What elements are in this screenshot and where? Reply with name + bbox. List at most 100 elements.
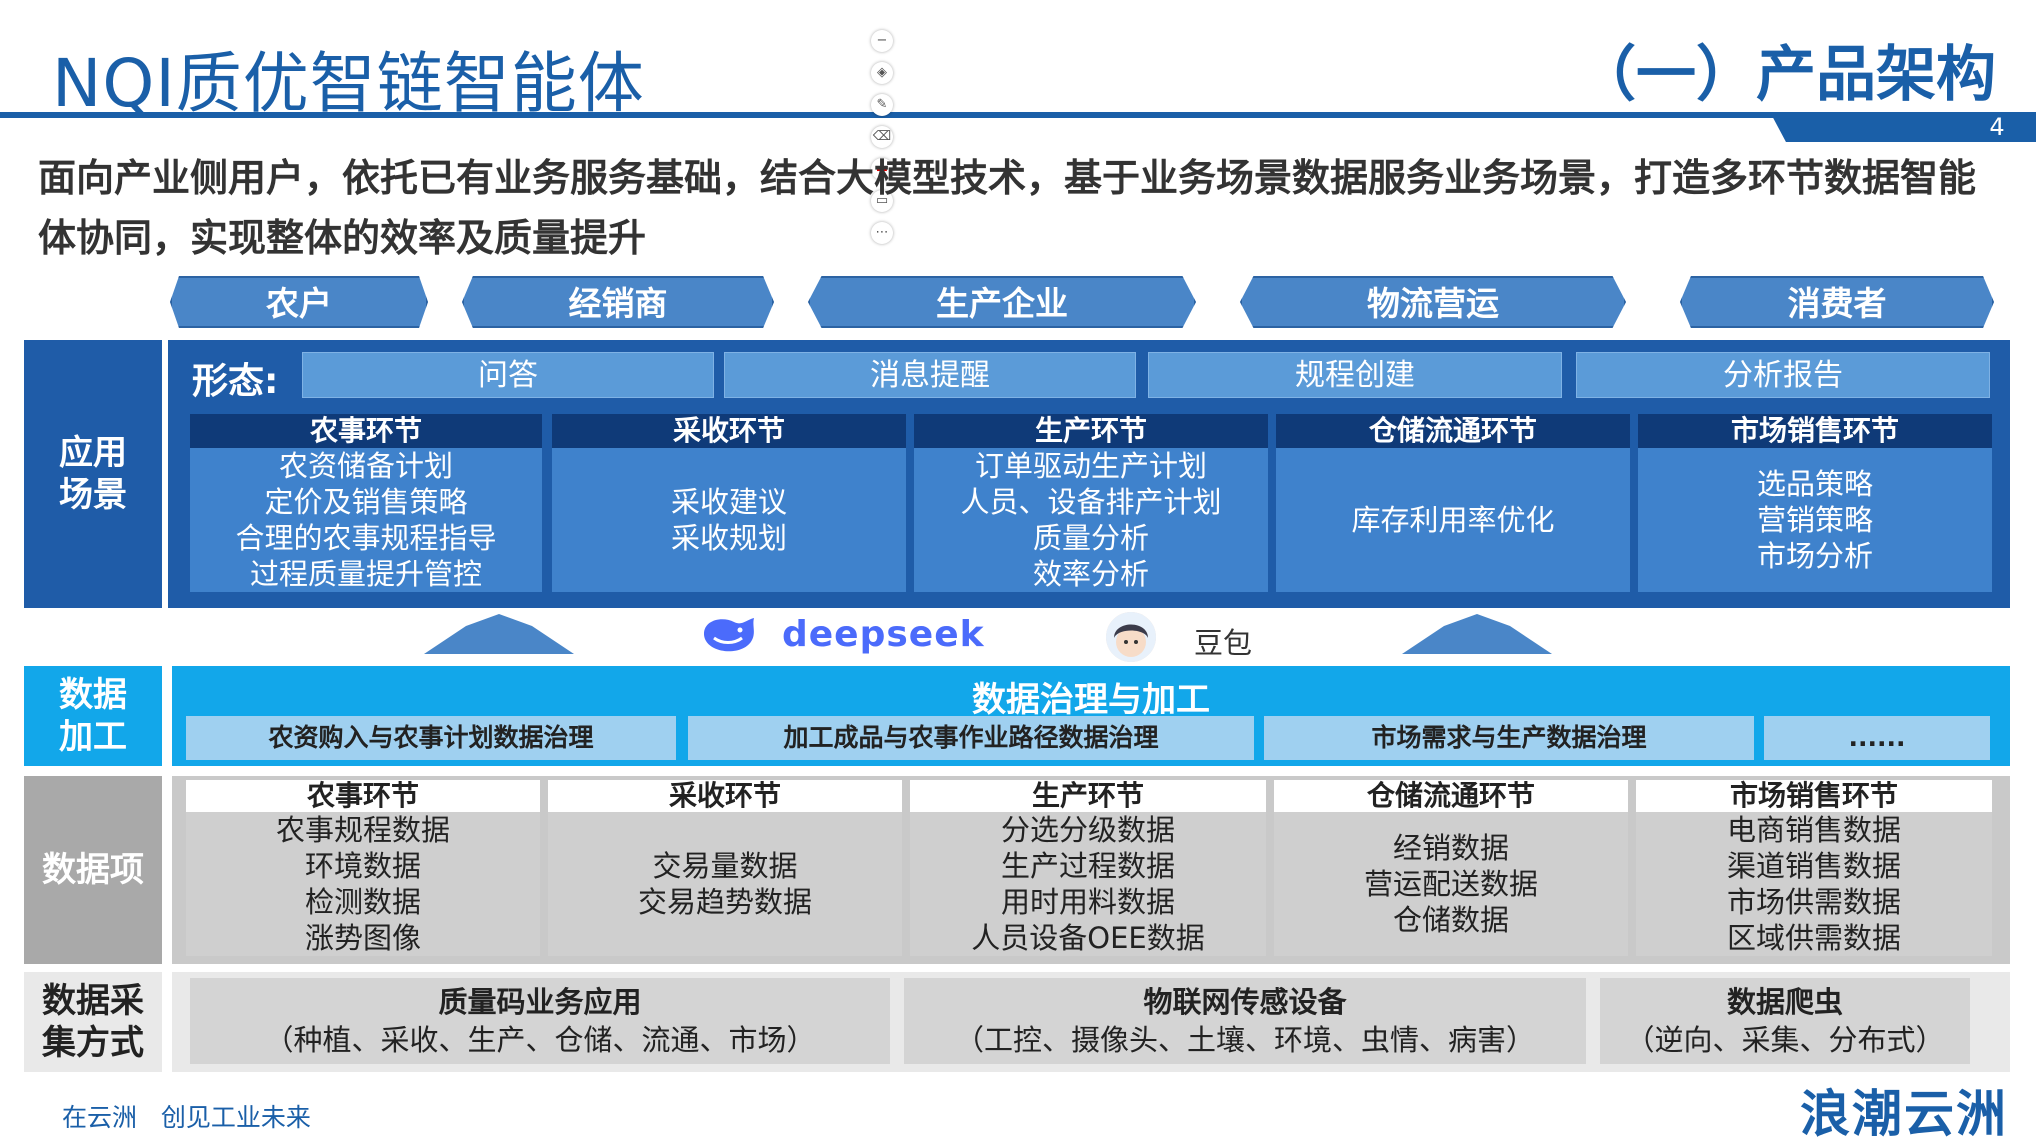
data-col-body: 交易量数据 交易趋势数据 bbox=[548, 812, 902, 956]
data-col-title: 农事环节 bbox=[186, 780, 540, 812]
collection-detail: （工控、摄像头、土壤、环境、虫情、病害） bbox=[954, 1023, 1535, 1057]
app-col-title: 仓储流通环节 bbox=[1276, 414, 1630, 448]
data-line: 经销数据 bbox=[1392, 831, 1509, 865]
form-analysis-report: 分析报告 bbox=[1576, 352, 1990, 398]
data-line: 交易量数据 bbox=[652, 849, 798, 883]
form-qa: 问答 bbox=[302, 352, 714, 398]
stakeholder-dealer: 经销商 bbox=[462, 276, 774, 328]
page-number: 4 bbox=[1989, 113, 2005, 141]
data-col-body: 经销数据 营运配送数据 仓储数据 bbox=[1274, 812, 1628, 956]
processing-title: 数据治理与加工 bbox=[972, 680, 1210, 720]
screen-icon[interactable]: ▭ bbox=[871, 190, 893, 212]
floating-toolbar: − ◈ ✎ ⌫ ▬ ▭ ⋯ bbox=[870, 30, 894, 270]
collection-item: 数据爬虫 （逆向、采集、分布式） bbox=[1600, 978, 1970, 1064]
processing-item: 加工成品与农事作业路径数据治理 bbox=[688, 716, 1254, 760]
stakeholder-manufacturer: 生产企业 bbox=[808, 276, 1196, 328]
processing-item: ...... bbox=[1764, 716, 1990, 760]
app-line: 营销策略 bbox=[1756, 503, 1873, 537]
stakeholder-logistics: 物流营运 bbox=[1240, 276, 1626, 328]
data-line: 电商销售数据 bbox=[1726, 813, 1901, 847]
stakeholder-farmer: 农户 bbox=[170, 276, 428, 328]
processing-item: 农资购入与农事计划数据治理 bbox=[186, 716, 676, 760]
app-col-title: 农事环节 bbox=[190, 414, 542, 448]
footer-slogan: 在云洲 创见工业未来 bbox=[62, 1103, 311, 1132]
app-line: 库存利用率优化 bbox=[1351, 503, 1555, 537]
page-title: NQI质优智链智能体 bbox=[52, 45, 645, 122]
deepseek-wordmark: deepseek bbox=[782, 614, 985, 655]
data-line: 渠道销售数据 bbox=[1726, 849, 1901, 883]
label-data-items: 数据项 bbox=[24, 776, 162, 964]
collection-item: 物联网传感设备 （工控、摄像头、土壤、环境、虫情、病害） bbox=[904, 978, 1586, 1064]
collection-title: 物联网传感设备 bbox=[1143, 985, 1347, 1019]
minus-icon[interactable]: − bbox=[871, 30, 893, 52]
label-collection-text: 数据采 集方式 bbox=[42, 981, 144, 1063]
app-line: 人员、设备排产计划 bbox=[960, 485, 1222, 519]
app-col-title: 采收环节 bbox=[552, 414, 906, 448]
layers-icon[interactable]: ◈ bbox=[871, 62, 893, 84]
label-processing-text: 数据 加工 bbox=[59, 675, 127, 757]
form-label: 形态: bbox=[192, 361, 279, 402]
brand-logo: 浪潮云洲 bbox=[1800, 1085, 2008, 1143]
label-application: 应用 场景 bbox=[24, 340, 162, 608]
app-col-title: 市场销售环节 bbox=[1638, 414, 1992, 448]
label-collection: 数据采 集方式 bbox=[24, 972, 162, 1072]
data-line: 市场供需数据 bbox=[1726, 885, 1901, 919]
collection-title: 质量码业务应用 bbox=[438, 985, 642, 1019]
collection-title: 数据爬虫 bbox=[1726, 985, 1843, 1019]
data-line: 环境数据 bbox=[304, 849, 421, 883]
data-line: 分选分级数据 bbox=[1000, 813, 1175, 847]
app-col-body: 采收建议 采收规划 bbox=[552, 448, 906, 592]
collection-detail: （种植、采收、生产、仓储、流通、市场） bbox=[264, 1023, 816, 1057]
doubao-avatar-icon bbox=[1106, 612, 1156, 662]
app-line: 采收规划 bbox=[670, 521, 787, 555]
data-line: 仓储数据 bbox=[1392, 903, 1509, 937]
app-line: 过程质量提升管控 bbox=[249, 557, 482, 591]
header-divider bbox=[0, 112, 2036, 118]
data-col-title: 仓储流通环节 bbox=[1274, 780, 1628, 812]
section-title: （一）产品架构 bbox=[1576, 40, 1996, 110]
data-line: 检测数据 bbox=[304, 885, 421, 919]
data-col-body: 电商销售数据 渠道销售数据 市场供需数据 区域供需数据 bbox=[1636, 812, 1992, 956]
label-processing: 数据 加工 bbox=[24, 666, 162, 766]
collection-detail: （逆向、采集、分布式） bbox=[1625, 1023, 1945, 1057]
label-application-text: 应用 场景 bbox=[59, 433, 127, 515]
app-col-body: 订单驱动生产计划 人员、设备排产计划 质量分析 效率分析 bbox=[914, 448, 1268, 592]
app-line: 选品策略 bbox=[1756, 467, 1873, 501]
data-col-body: 农事规程数据 环境数据 检测数据 涨势图像 bbox=[186, 812, 540, 956]
data-line: 营运配送数据 bbox=[1363, 867, 1538, 901]
processing-item: 市场需求与生产数据治理 bbox=[1264, 716, 1754, 760]
form-rule-creation: 规程创建 bbox=[1148, 352, 1562, 398]
app-line: 效率分析 bbox=[1032, 557, 1149, 591]
up-arrow-icon bbox=[424, 614, 574, 654]
app-line: 农资储备计划 bbox=[278, 449, 453, 483]
data-line: 区域供需数据 bbox=[1726, 921, 1901, 955]
data-col-title: 采收环节 bbox=[548, 780, 902, 812]
app-col-body: 选品策略 营销策略 市场分析 bbox=[1638, 448, 1992, 592]
stakeholder-consumer: 消费者 bbox=[1680, 276, 1994, 328]
data-col-title: 市场销售环节 bbox=[1636, 780, 1992, 812]
app-line: 质量分析 bbox=[1032, 521, 1149, 555]
deepseek-whale-icon bbox=[704, 618, 754, 652]
app-col-body: 农资储备计划 定价及销售策略 合理的农事规程指导 过程质量提升管控 bbox=[190, 448, 542, 592]
data-col-title: 生产环节 bbox=[910, 780, 1266, 812]
app-line: 采收建议 bbox=[670, 485, 787, 519]
form-reminder: 消息提醒 bbox=[724, 352, 1136, 398]
data-line: 生产过程数据 bbox=[1000, 849, 1175, 883]
collection-item: 质量码业务应用 （种植、采收、生产、仓储、流通、市场） bbox=[190, 978, 890, 1064]
intro-text: 面向产业侧用户，依托已有业务服务基础，结合大模型技术，基于业务场景数据服务业务场… bbox=[38, 156, 1977, 260]
data-col-body: 分选分级数据 生产过程数据 用时用料数据 人员设备OEE数据 bbox=[910, 812, 1266, 956]
app-line: 订单驱动生产计划 bbox=[974, 449, 1207, 483]
data-line: 人员设备OEE数据 bbox=[971, 921, 1205, 955]
up-arrow-icon bbox=[1402, 614, 1552, 654]
pen-icon[interactable]: ✎ bbox=[871, 94, 893, 116]
more-icon[interactable]: ⋯ bbox=[871, 222, 893, 244]
header-tab bbox=[1770, 112, 2036, 142]
label-data-items-text: 数据项 bbox=[42, 850, 144, 890]
eraser-icon[interactable]: ⌫ bbox=[871, 126, 893, 148]
record-icon[interactable]: ▬ bbox=[871, 158, 893, 180]
data-line: 交易趋势数据 bbox=[637, 885, 812, 919]
app-line: 合理的农事规程指导 bbox=[235, 521, 497, 555]
app-line: 定价及销售策略 bbox=[264, 485, 468, 519]
doubao-label: 豆包 bbox=[1194, 626, 1253, 660]
app-line: 市场分析 bbox=[1756, 539, 1873, 573]
